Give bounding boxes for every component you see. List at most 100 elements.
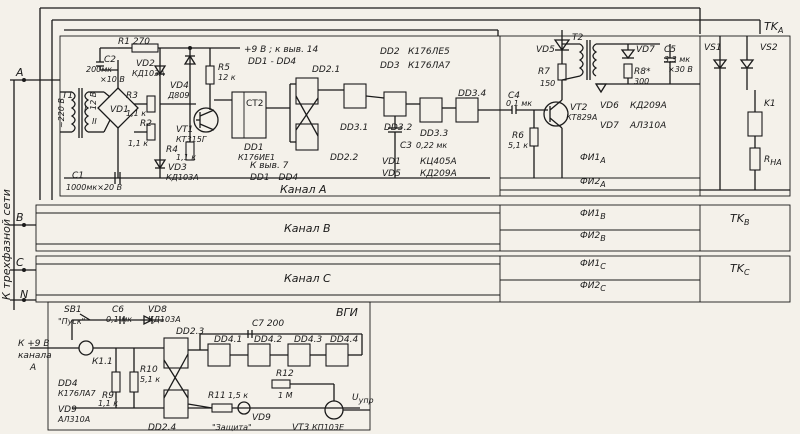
dd4-2-label: DD4.2 — [254, 335, 282, 345]
vd4-type: Д809 — [167, 91, 190, 100]
vd8-type: КД103А — [148, 315, 181, 324]
r6-label: R6 — [512, 131, 524, 141]
tkb-label: TKB — [730, 212, 749, 227]
vt1-label: VT1 — [176, 125, 193, 135]
c4-value: 0,1 мк — [506, 99, 532, 108]
vt2-label: VT2 — [570, 103, 588, 113]
k11-label: К1.1 — [92, 357, 113, 367]
dd2-flipflop — [289, 77, 340, 151]
c2-label: C2 — [104, 55, 116, 65]
sb1-label: SB1 — [64, 305, 82, 315]
c6-value: 0,1 мк — [106, 315, 132, 324]
zashita-label: "Защита" — [212, 423, 252, 432]
dd4-1-label: DD4.1 — [214, 335, 242, 345]
vd3-type: КД103А — [166, 173, 199, 182]
t1-label: T1 — [62, 91, 73, 101]
transformer-t2 — [561, 40, 700, 94]
supply-gnd: К выв. 7 — [250, 161, 289, 171]
vd1-ref: VD1 — [382, 157, 401, 167]
c3-value: 0,22 мк — [416, 141, 447, 150]
t2-label: T2 — [572, 33, 583, 43]
c5-label: C5 — [664, 45, 676, 55]
vd5-label: VD5 — [536, 45, 555, 55]
r8-label: R8* — [634, 67, 651, 77]
dd3-1-label: DD3.1 — [340, 123, 368, 133]
t1-input: ~220 В — [57, 98, 66, 128]
phase-c: C — [16, 256, 24, 269]
vd7-ref: VD7 — [600, 121, 619, 131]
dd3-4-label: DD3.4 — [458, 89, 486, 99]
t1-i: I — [84, 105, 87, 114]
vt3-label: VT3 — [292, 423, 310, 433]
r11-value: 1,5 к — [228, 391, 248, 400]
r4-value: 1,1 к — [176, 153, 196, 162]
vgi-label: ВГИ — [336, 306, 358, 319]
vd7-type-ref: АЛ310А — [629, 121, 666, 131]
dd1-type: К176ИЕ1 — [238, 153, 275, 162]
fi1b-label: ФИ1B — [580, 209, 606, 221]
dd2-3-label: DD2.3 — [176, 327, 204, 337]
r10-value: 5,1 к — [140, 375, 160, 384]
t1-output: 12 В — [89, 92, 98, 110]
channel-c-label: Канал С — [284, 272, 331, 285]
c5-voltage: ×30 В — [668, 65, 693, 74]
rh-label: RНА — [764, 155, 782, 167]
vd1-label: VD1 — [110, 105, 129, 115]
ct2-label: CT2 — [246, 99, 264, 109]
fi1a-label: ФИ1A — [580, 153, 606, 165]
vd4-label: VD4 — [170, 81, 189, 91]
fi2c-label: ФИ2C — [580, 281, 606, 293]
fi1c-label: ФИ1C — [580, 259, 606, 271]
vs2-label: VS2 — [760, 43, 778, 53]
r5-value: 12 к — [218, 73, 236, 82]
bus-lines — [10, 7, 791, 310]
output-stage — [511, 30, 571, 178]
dd3-2-label: DD3.2 — [384, 123, 412, 133]
vt2-type: КТ829А — [566, 113, 597, 122]
r8-value: 300 — [634, 77, 649, 86]
bridge-vd1 — [97, 60, 139, 178]
vd3-label: VD3 — [168, 163, 187, 173]
dd2-4-label: DD2.4 — [148, 423, 176, 433]
vt1-type: КТ315Г — [176, 135, 207, 144]
fi2a-label: ФИ2A — [580, 177, 606, 189]
r12-label: R12 — [276, 369, 294, 379]
triacs-load — [700, 36, 790, 191]
c3-label: C3 — [400, 141, 412, 151]
vd5-ref: VD5 — [382, 169, 401, 179]
supply-9v-sub: DD1 - DD4 — [248, 57, 296, 67]
r3-value: 1,1 к — [126, 109, 146, 118]
vs1-label: VS1 — [704, 43, 722, 53]
r2-value: 1,1 к — [128, 139, 148, 148]
r9-label: R9 — [102, 391, 114, 401]
phase-a: A — [15, 66, 24, 79]
r2-label: R2 — [140, 119, 152, 129]
r10-label: R10 — [140, 365, 158, 375]
c2-voltage: ×10 В — [100, 75, 125, 84]
capacitor-c1 — [64, 172, 490, 184]
dd4-ref: DD4 — [58, 379, 78, 389]
k9v-label-2: канала — [18, 351, 52, 361]
dd4-3-label: DD4.3 — [294, 335, 322, 345]
t1-ii: II — [92, 117, 97, 126]
vd2-type: КД103А — [132, 69, 165, 78]
c2-value: 200мк — [86, 65, 112, 74]
r4-label: R4 — [166, 145, 178, 155]
vgi-block — [30, 301, 371, 431]
vd6-type-ref: КД209А — [630, 101, 667, 111]
dd2-1-label: DD2.1 — [312, 65, 340, 75]
vd6-ref: VD6 — [600, 101, 619, 111]
k9v-label: К +9 В — [18, 339, 50, 349]
r7-label: R7 — [538, 67, 550, 77]
dd3-3-label: DD3.3 — [420, 129, 448, 139]
vd5-type-ref: КД209А — [420, 169, 457, 179]
fi2b-label: ФИ2B — [580, 231, 606, 243]
r11-label: R11 — [208, 391, 226, 401]
dd1-label: DD1 — [244, 143, 264, 153]
dd2-ref: DD2 — [380, 47, 400, 57]
vd1-type-ref: КЦ405А — [420, 157, 457, 167]
uupr-label: Uупр — [352, 393, 374, 405]
left-vertical-label: К трехфазной сети — [0, 189, 13, 300]
phase-n: N — [20, 288, 28, 301]
